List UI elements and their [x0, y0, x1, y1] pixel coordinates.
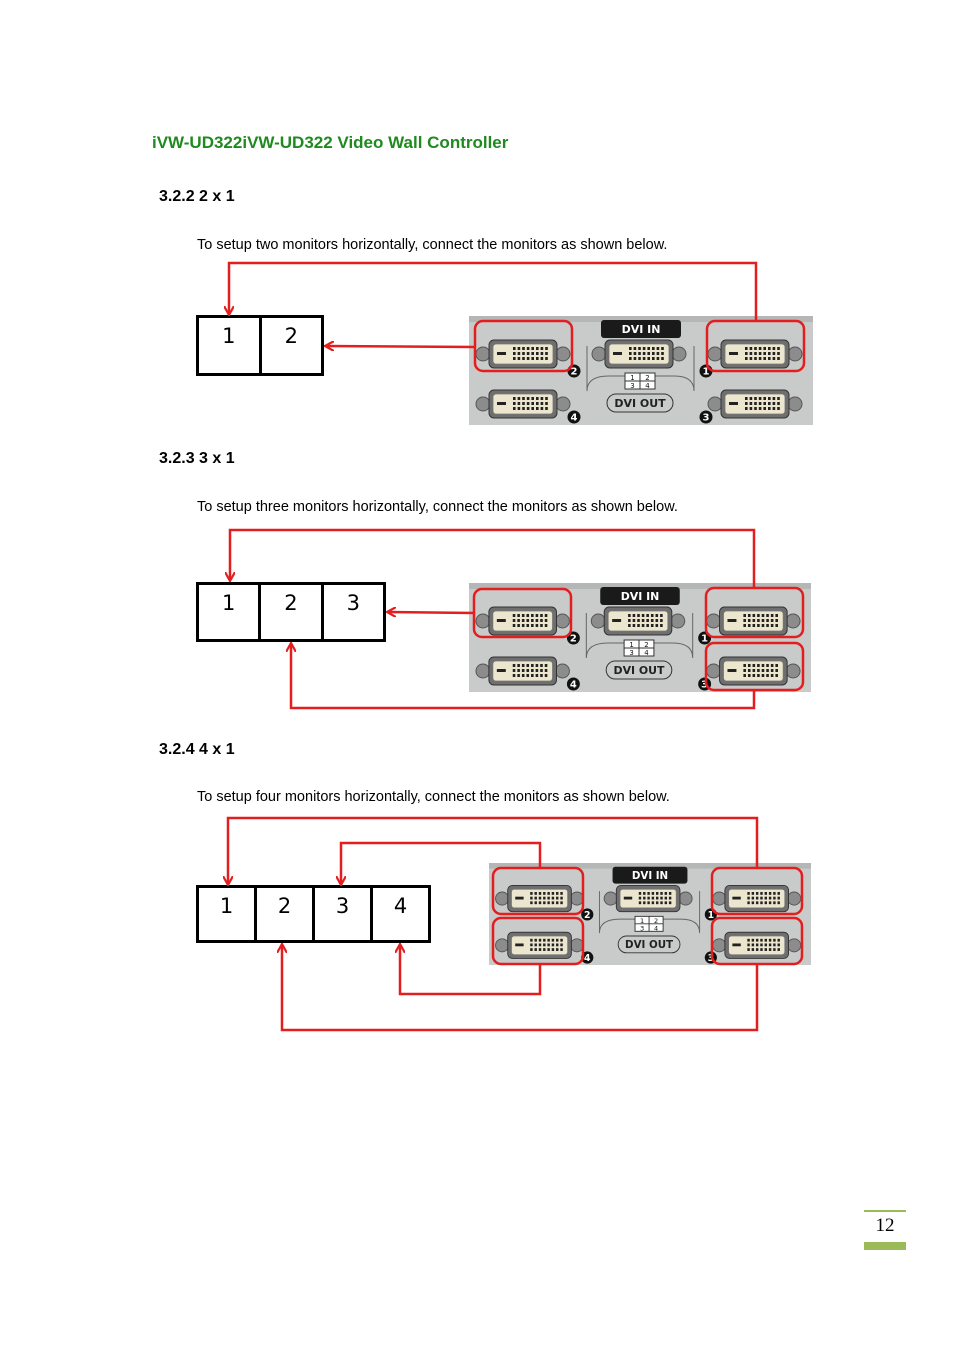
cable-line — [341, 843, 540, 884]
page-number-block: 12 — [864, 1210, 906, 1250]
port-highlight — [706, 643, 803, 690]
cable-line — [291, 644, 754, 708]
port-highlight — [474, 589, 571, 637]
page-number-rule — [864, 1210, 906, 1212]
port-highlight — [712, 918, 802, 964]
port-highlight — [712, 868, 802, 914]
port-highlight — [707, 321, 804, 371]
page-number-bar — [864, 1242, 906, 1250]
page-number: 12 — [864, 1215, 906, 1237]
cable-line — [230, 530, 754, 588]
cable-line — [388, 612, 474, 613]
cable-line — [282, 945, 757, 1030]
cable-line — [400, 945, 540, 994]
port-highlight — [706, 588, 803, 637]
port-highlight — [493, 868, 583, 914]
port-highlight — [493, 918, 583, 964]
port-highlight — [475, 321, 572, 371]
cable-line — [229, 263, 756, 321]
cable-line — [326, 346, 475, 347]
